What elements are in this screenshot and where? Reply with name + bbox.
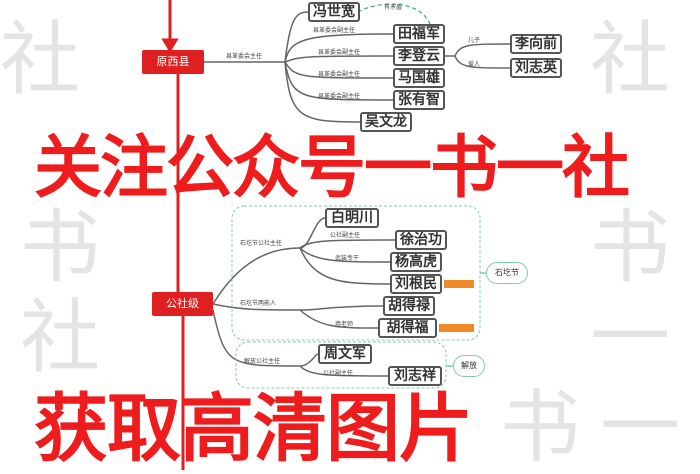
edge-label: 县革委会副主任 [313, 27, 356, 34]
person-node[interactable]: 冯世宽 [308, 2, 360, 22]
orange-tag [444, 280, 474, 288]
edge-label: 解放公社主任 [244, 358, 281, 365]
edge-label: 县革委会副主任 [318, 71, 361, 78]
promo-overlay-line2: 获取高清图片 [34, 386, 473, 472]
watermark: 书 [500, 381, 580, 474]
edge-label: 公社副主任 [330, 232, 361, 239]
person-node[interactable]: 胡得禄 [383, 296, 435, 316]
edge-label: 公社副主任 [323, 370, 354, 377]
orange-tag [439, 324, 474, 332]
edge-label: 县革委会主任 [226, 53, 263, 60]
person-node[interactable]: 杨高虎 [390, 252, 442, 272]
edge-label: 县革委会副主任 [318, 49, 361, 56]
watermark: 社 [0, 13, 80, 106]
commune-root-node[interactable]: 公社级 [152, 292, 213, 316]
person-node[interactable]: 白明川 [325, 208, 379, 228]
group-label-jiefang[interactable]: 解放 [453, 355, 485, 377]
promo-overlay-line1: 关注公众号一书一社 [34, 129, 630, 208]
edge-label: 石圪节两能人 [240, 300, 277, 307]
person-node[interactable]: 李登云 [393, 46, 445, 66]
edge-label: 有矛盾 [384, 4, 403, 11]
person-node[interactable]: 刘志英 [510, 58, 562, 78]
person-node[interactable]: 刘根民 [390, 274, 442, 294]
edge-label: 县革委会副主任 [318, 93, 361, 100]
watermark: 一 [590, 291, 670, 384]
person-node[interactable]: 田福军 [393, 24, 445, 44]
group-label-shigejie[interactable]: 石圪节 [486, 262, 528, 284]
edge-label: 爱人 [468, 61, 481, 68]
edge-label: 武装专干 [335, 255, 360, 262]
person-node[interactable]: 周文军 [318, 344, 372, 364]
watermark: 社 [20, 291, 100, 384]
edge-label: 墙老师 [335, 321, 354, 328]
watermark: 书 [20, 201, 100, 294]
person-node[interactable]: 胡得福 [378, 318, 437, 338]
edge-label: 儿子 [468, 37, 481, 44]
person-node[interactable]: 刘志祥 [388, 366, 442, 386]
person-node[interactable]: 张有智 [393, 90, 445, 110]
edge-label: 石圪节公社主任 [240, 240, 283, 247]
person-node[interactable]: 吴文龙 [360, 112, 412, 132]
watermark: 社 [590, 13, 670, 106]
watermark: 书 [590, 201, 670, 294]
person-node[interactable]: 徐治功 [395, 230, 447, 250]
county-root-node[interactable]: 原西县 [142, 50, 204, 74]
watermark: 一 [600, 381, 680, 474]
person-node[interactable]: 马国雄 [393, 68, 445, 88]
person-node[interactable]: 李向前 [510, 34, 562, 54]
